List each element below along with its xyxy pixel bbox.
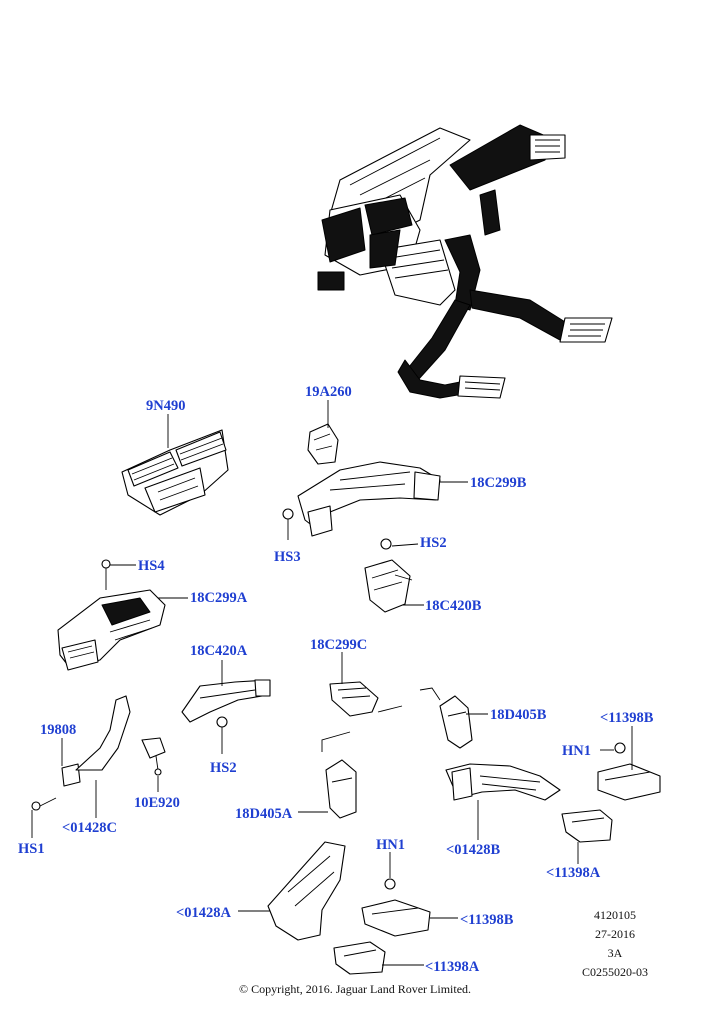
connection-guide-lines [321, 687, 441, 752]
callout-18D405B: 18D405B [490, 707, 547, 723]
callout-leader-lines [31, 400, 633, 966]
callout-18D405A: 18D405A [235, 806, 293, 822]
callout-01428C: <01428C [62, 820, 117, 836]
callout-HS2-top: HS2 [420, 535, 447, 551]
fastener-HS4-screw [101, 559, 111, 590]
fastener-HS2-top-screw [380, 538, 392, 550]
part-18C299B-duct [297, 461, 441, 537]
callout-18C420A: 18C420A [190, 643, 248, 659]
part-18C420B-duct [364, 559, 413, 613]
callout-HS1: HS1 [18, 841, 45, 857]
callout-01428B: <01428B [446, 842, 501, 858]
part-18C299A-duct-assembly [57, 589, 166, 671]
callout-18C420B: 18C420B [425, 598, 482, 614]
part-9N490-twin-vent [121, 429, 229, 516]
part-19808-bracket [61, 695, 131, 787]
diagram-reference-block: 4120105 27-2016 3A C0255020-03 [570, 906, 660, 982]
callout-11398A-bottom: <11398A [425, 959, 480, 975]
reference-code: C0255020-03 [582, 965, 648, 979]
dashboard-assembly-overview [317, 124, 613, 399]
part-01428A-floor-duct [267, 841, 346, 941]
callout-19A260: 19A260 [305, 384, 352, 400]
callout-11398B-bottom: <11398B [460, 912, 514, 928]
part-11398A-bottom-outlet [333, 941, 386, 975]
part-18D405A-duct [325, 759, 357, 819]
reference-number: 4120105 [594, 908, 636, 922]
callout-11398B-top: <11398B [600, 710, 654, 726]
callout-labels: 9N490 19A260 18C299B HS3 HS2 18C420B HS4… [18, 384, 654, 975]
callout-HN1-bottom: HN1 [376, 837, 405, 853]
part-18C299C-duct [329, 681, 379, 717]
part-19A260-actuator [307, 423, 339, 465]
callout-HS4: HS4 [138, 558, 165, 574]
callout-HN1-right: HN1 [562, 743, 591, 759]
fastener-HS3-screw [282, 508, 294, 540]
part-18C420A-duct [181, 679, 271, 723]
callout-10E920: 10E920 [134, 795, 180, 811]
fastener-HS1-screw [31, 797, 57, 811]
callout-01428A: <01428A [176, 905, 232, 921]
fastener-HN1-bottom-nut [384, 878, 396, 890]
part-11398A-right-outlet [561, 809, 613, 843]
callout-11398A-right: <11398A [546, 865, 601, 881]
reference-revision: 3A [607, 946, 623, 960]
callout-HS3: HS3 [274, 549, 301, 565]
fastener-HN1-right-nut [614, 742, 626, 754]
reference-date: 27-2016 [595, 927, 635, 941]
callout-18C299A: 18C299A [190, 590, 248, 606]
copyright-notice: © Copyright, 2016. Jaguar Land Rover Lim… [238, 982, 472, 996]
callout-19808: 19808 [40, 722, 76, 738]
callout-HS2-mid: HS2 [210, 760, 237, 776]
part-10E920-sensor [141, 737, 166, 776]
part-18D405B-duct [439, 695, 473, 749]
callout-18C299B: 18C299B [470, 475, 527, 491]
callout-18C299C: 18C299C [310, 637, 367, 653]
callout-9N490: 9N490 [146, 398, 185, 414]
part-11398B-top-outlet [597, 763, 661, 801]
part-11398B-bottom-outlet [361, 899, 431, 937]
part-01428B-floor-duct [445, 763, 561, 801]
fastener-HS2-mid-screw [216, 716, 228, 754]
